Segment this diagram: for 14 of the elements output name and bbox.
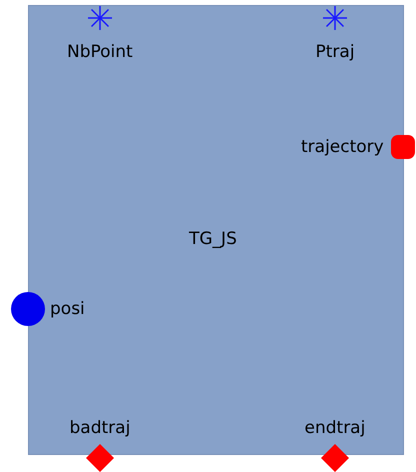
port-label: trajectory	[301, 137, 384, 157]
asterisk-port-icon	[87, 5, 113, 31]
diamond-port-icon	[86, 444, 114, 472]
port-label: endtraj	[304, 418, 366, 438]
block-title: TG_JS	[189, 229, 237, 249]
port-label: NbPoint	[67, 42, 133, 62]
asterisk-port-icon	[322, 5, 348, 31]
port-label: posi	[50, 299, 85, 319]
port-label: badtraj	[70, 418, 130, 438]
diamond-port-icon	[321, 444, 349, 472]
port-label: Ptraj	[316, 42, 355, 62]
circle-port-icon	[11, 292, 45, 326]
component-block	[28, 5, 404, 455]
square-port-icon	[391, 135, 415, 159]
